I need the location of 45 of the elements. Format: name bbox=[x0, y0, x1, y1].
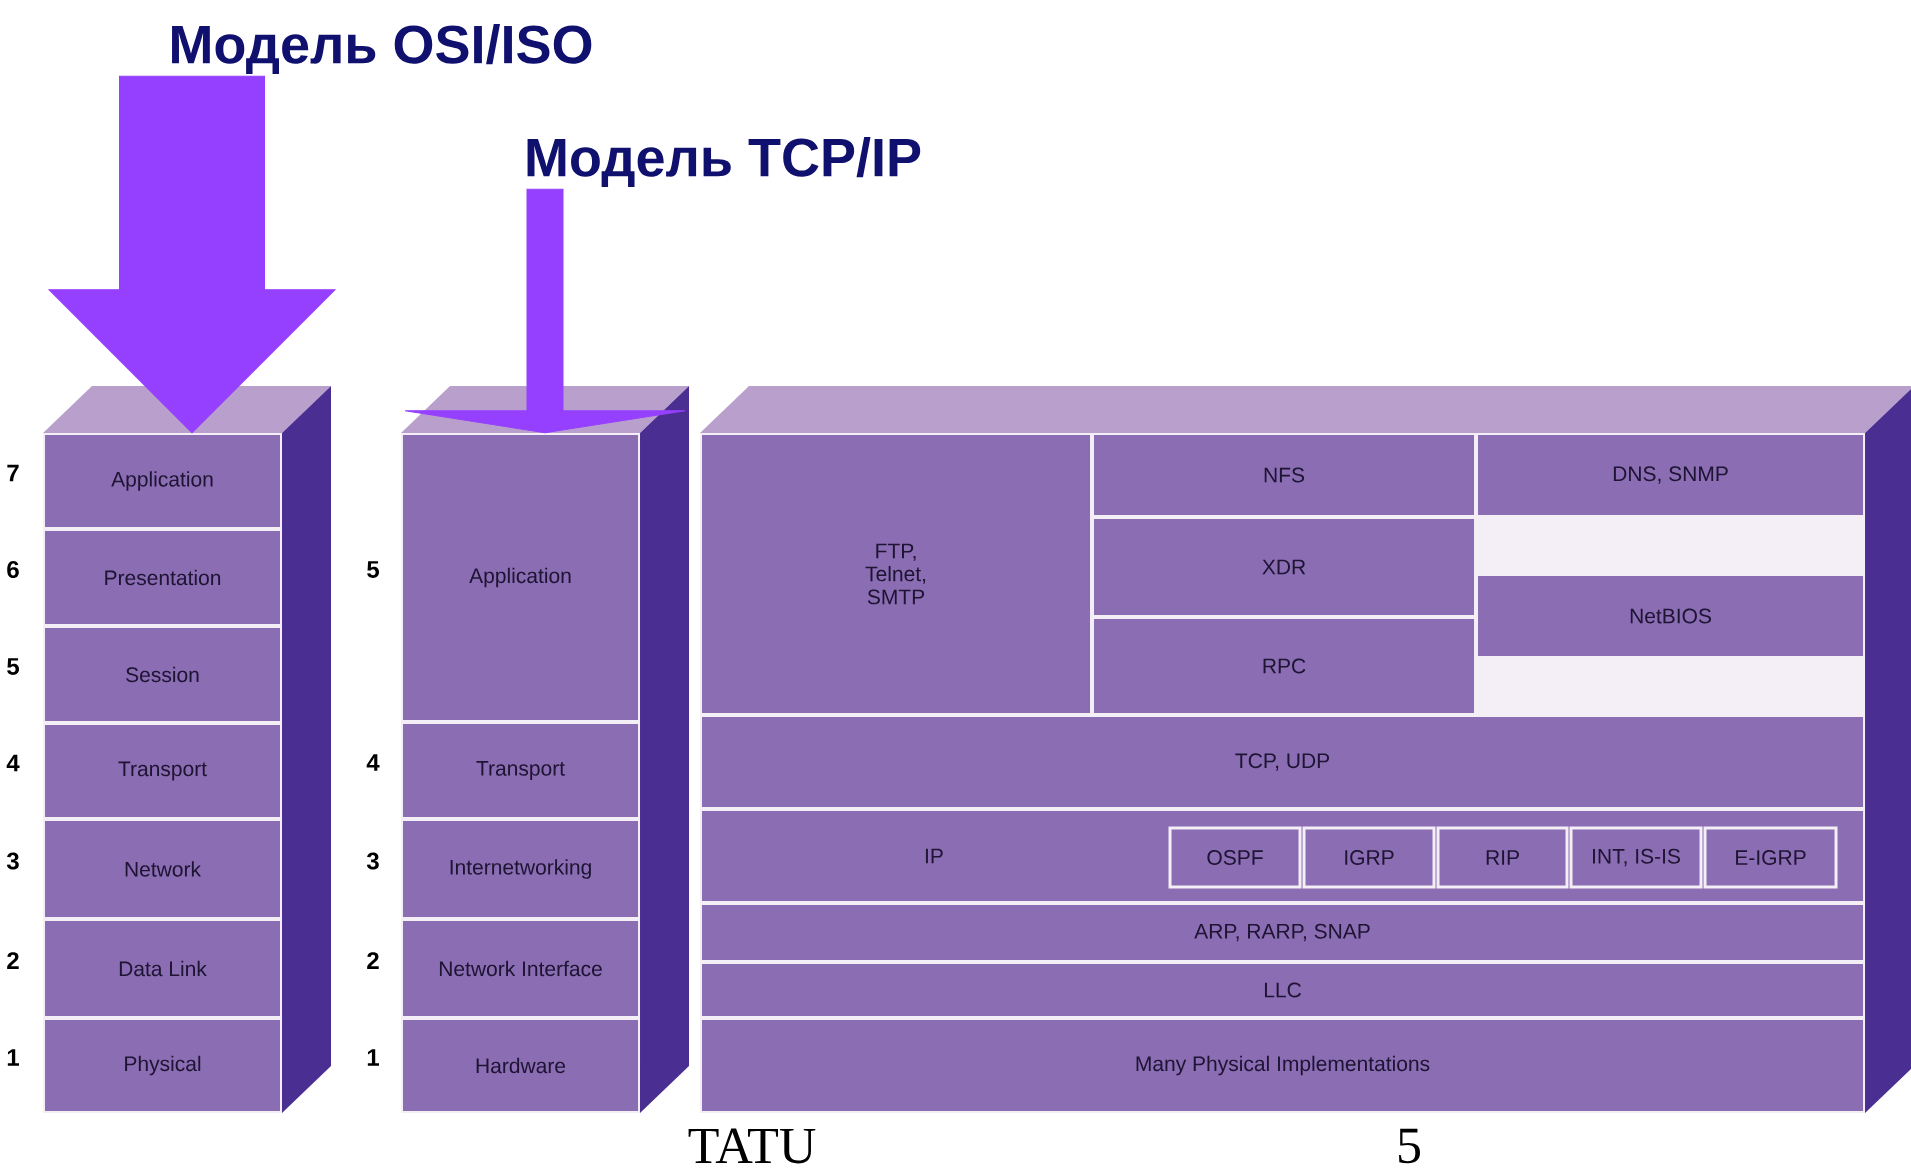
layer-box: Session bbox=[45, 628, 280, 721]
layer-box: Physical bbox=[45, 1020, 280, 1111]
layer-number: 2 bbox=[367, 952, 379, 969]
layer-box: Presentation bbox=[45, 531, 280, 624]
layer-box: Application bbox=[45, 435, 280, 527]
protocol-cell: IGRP bbox=[1302, 826, 1436, 889]
protocol-cell: XDR bbox=[1094, 519, 1474, 615]
title: Модель OSI/ISO bbox=[172, 24, 592, 74]
protocol-cell: Many Physical Implementations bbox=[702, 1020, 1863, 1111]
title: Модель TCP/IP bbox=[527, 137, 921, 187]
layer-number: 3 bbox=[6, 852, 19, 870]
protocol-cell: INT, IS-IS bbox=[1569, 826, 1703, 889]
protocol-cell: LLC bbox=[702, 964, 1863, 1016]
layer-box: Internetworking bbox=[403, 821, 638, 917]
layer-number: 5 bbox=[367, 561, 379, 578]
layer-number: 4 bbox=[366, 754, 380, 771]
protocol-cell: NFS bbox=[1094, 435, 1474, 515]
footer-text: TATU bbox=[688, 1128, 816, 1164]
protocol-cell: OSPF bbox=[1168, 826, 1302, 889]
protocol-cell: DNS, SNMP bbox=[1478, 435, 1863, 515]
layer-box: Transport bbox=[403, 724, 638, 817]
protocol-cell: RPC bbox=[1094, 619, 1474, 713]
protocol-cell: FTP, Telnet, SMTP bbox=[702, 435, 1090, 713]
layer-number: 3 bbox=[366, 852, 379, 870]
layer-box: Data Link bbox=[45, 921, 280, 1016]
block-arrow bbox=[48, 75, 336, 434]
layer-box: Hardware bbox=[403, 1020, 638, 1111]
layer-number: 2 bbox=[7, 952, 19, 969]
protocol-cell: E-IGRP bbox=[1703, 826, 1838, 889]
layer-number: 5 bbox=[7, 658, 19, 675]
protocol-cell: RIP bbox=[1436, 826, 1569, 889]
layer-box: Network Interface bbox=[403, 921, 638, 1016]
layer-number: 7 bbox=[7, 464, 19, 482]
layer-number: 6 bbox=[7, 561, 19, 578]
layer-number: 1 bbox=[7, 1049, 19, 1066]
footer-text: 5 bbox=[1399, 1128, 1420, 1164]
layer-number: 4 bbox=[6, 754, 20, 772]
block-arrow bbox=[404, 188, 686, 434]
layer-box: Application bbox=[403, 435, 638, 720]
protocol-cell: TCP, UDP bbox=[702, 717, 1863, 807]
layer-box: Transport bbox=[45, 725, 280, 817]
protocol-cell: NetBIOS bbox=[1478, 576, 1863, 656]
protocol-cell: ARP, RARP, SNAP bbox=[702, 905, 1863, 960]
layer-number: 1 bbox=[367, 1049, 379, 1066]
layer-box: Network bbox=[45, 821, 280, 917]
